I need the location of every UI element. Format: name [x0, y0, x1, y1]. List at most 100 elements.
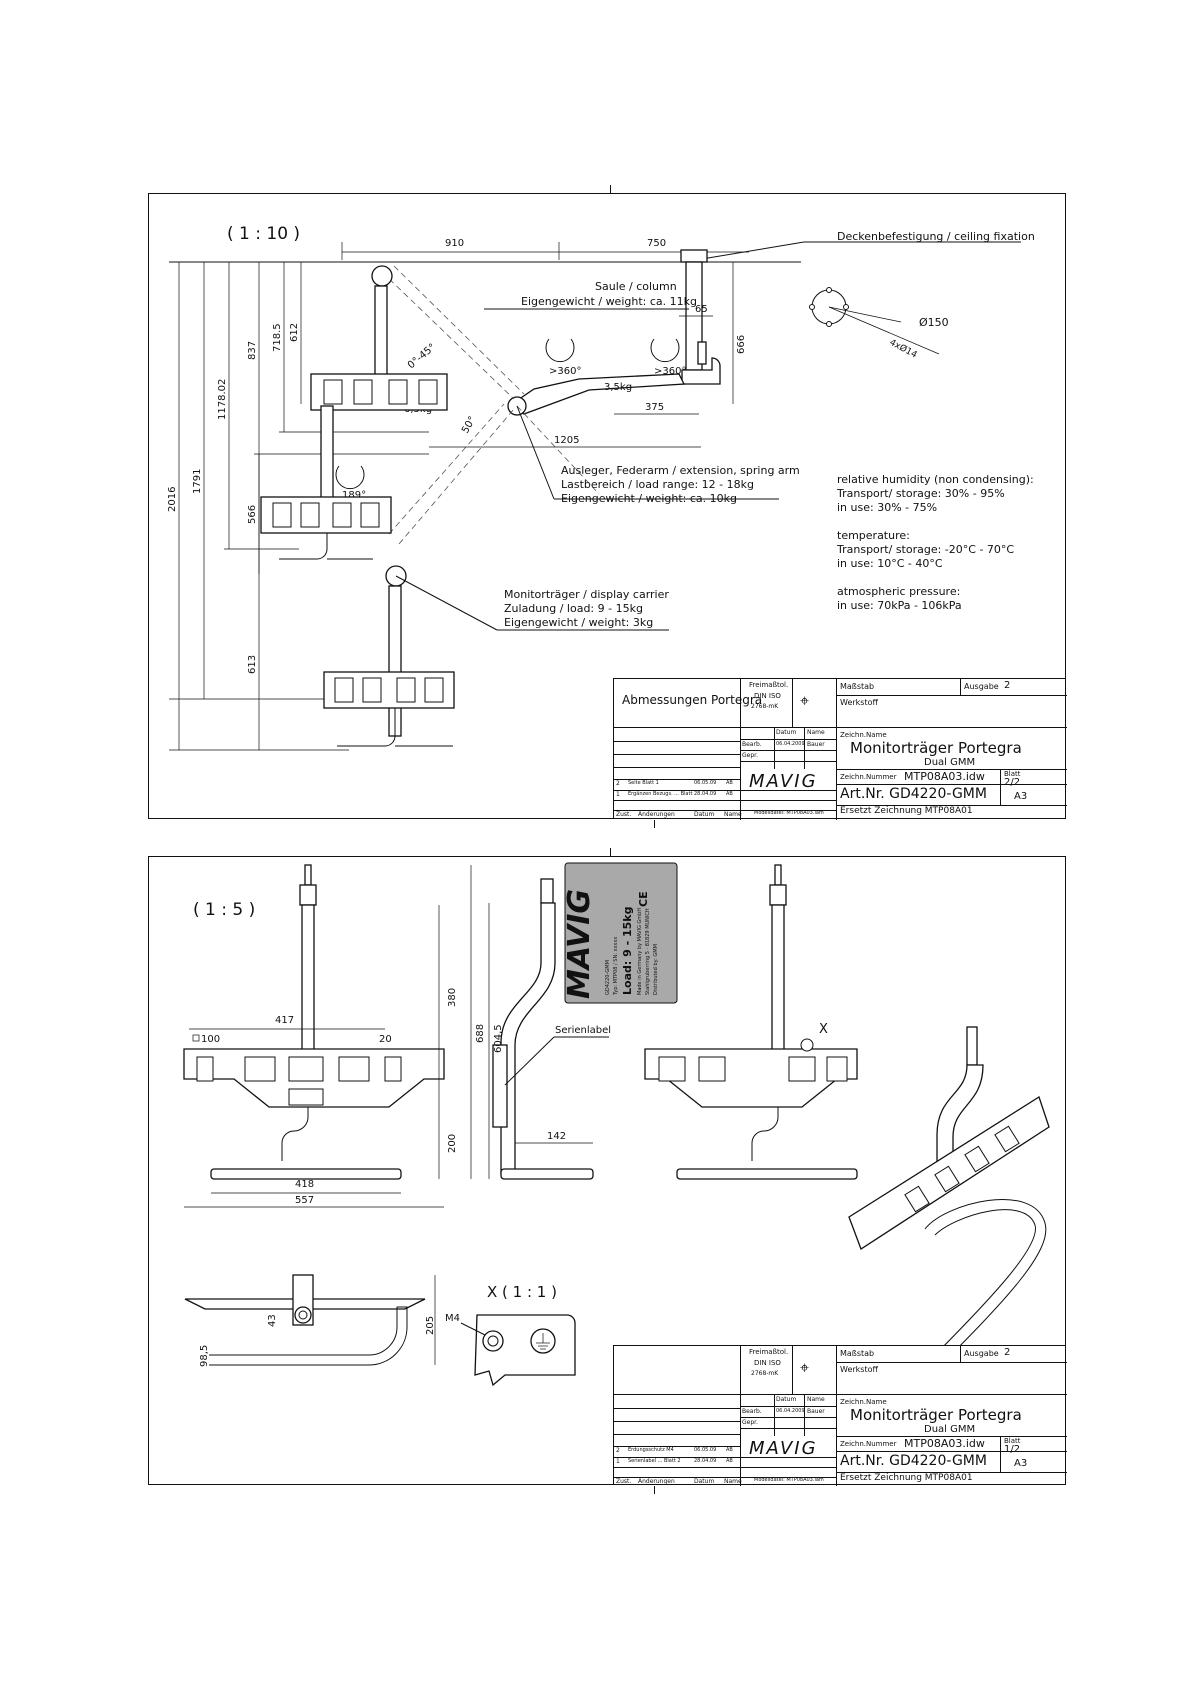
dim-100: 100	[201, 1034, 220, 1045]
rev-1-date: 28.04.09	[694, 1458, 717, 1464]
dim-2016: 2016	[167, 487, 178, 512]
rev-2-date: 06.05.09	[694, 1447, 717, 1453]
blatt-label: Blatt	[1004, 770, 1021, 778]
rev-header-name: Name	[724, 811, 742, 818]
detail-x-title: X ( 1 : 1 )	[487, 1283, 557, 1301]
rev-2-z: 2	[616, 780, 620, 787]
environment-specs: relative humidity (non condensing): Tran…	[836, 473, 1034, 612]
serienlabel-leader	[504, 1036, 555, 1086]
gepr-label: Gepr.	[742, 752, 758, 759]
angle-0-45: 0°-45°	[406, 342, 438, 371]
replaced-drawing: Ersetzt Zeichnung MTP08A01	[840, 1473, 973, 1483]
zeichn-name-label: Zeichn.Name	[840, 1398, 887, 1406]
serial-label-plate: MAVIG GD4220-GMM Typ: MTP08 / SN: xxxxx …	[562, 862, 678, 1004]
flange-holes: 4xØ14	[888, 337, 920, 361]
spec-line: in use: 10°C - 40°C	[837, 557, 943, 570]
massstab-label: Maßstab	[840, 1349, 875, 1358]
tolerance-line-1: Freimaßtol.	[749, 681, 789, 689]
plate-line-2: Typ: MTP08 / SN: xxxxx	[613, 937, 619, 996]
dim-688: 688	[475, 1024, 486, 1043]
replaced-drawing: Ersetzt Zeichnung MTP08A01	[840, 806, 973, 816]
drawing-sheet-1: ( 1 : 10 ) Deckenbefestigung / ceiling f…	[148, 193, 1067, 820]
sheet1-bottom-center-mark	[654, 820, 655, 828]
carrier-label-1: Monitorträger / display carrier	[504, 588, 669, 601]
spec-line: relative humidity (non condensing):	[837, 473, 1034, 486]
plate-line-1: GD4220-GMM	[605, 960, 611, 995]
sheet2-drawing: ( 1 : 5 ) 417 100 20 418 557 380 200	[183, 862, 1050, 1387]
dim-200: 200	[447, 1134, 458, 1153]
werkstoff-label: Werkstoff	[840, 1365, 878, 1374]
dim-1791: 1791	[192, 469, 203, 494]
dim-380: 380	[447, 988, 458, 1007]
dim-43: 43	[267, 1314, 278, 1327]
tolerance-line-1: Freimaßtol.	[749, 1348, 789, 1356]
tolerance-line-3: 2768-mK	[751, 703, 779, 710]
tolerance-line-2: DIN ISO	[754, 692, 781, 700]
dim-557: 557	[295, 1195, 314, 1206]
dim-910: 910	[445, 238, 464, 249]
plate-line-4: Made in Germany by MAVIG GmbH	[637, 908, 643, 995]
rear-view	[644, 864, 858, 1180]
rev-1-name: AB	[726, 1458, 733, 1464]
rotation-symbols	[335, 338, 680, 490]
dim-205: 205	[425, 1316, 436, 1335]
plate-line-5: Stahlgruberring 5 · 81829 MUNICH	[645, 908, 651, 995]
dim-750: 750	[647, 238, 666, 249]
werkstoff-label: Werkstoff	[840, 698, 878, 707]
vertical-dimensions	[169, 262, 429, 751]
angle-50: 50°	[460, 415, 478, 436]
carrier-upper	[310, 265, 448, 411]
serienlabel-label: Serienlabel	[555, 1025, 611, 1036]
blatt-value: 1/2	[1004, 1444, 1021, 1455]
square-symbol	[192, 1034, 200, 1042]
bearb-label: Bearb.	[742, 1408, 762, 1415]
carrier-leader	[395, 575, 498, 631]
paper-format: A3	[1014, 1458, 1028, 1469]
sheet1-top-center-mark	[610, 185, 611, 193]
flange-detail	[809, 287, 940, 355]
spec-line: atmospheric pressure:	[837, 585, 960, 598]
carrier-middle	[260, 405, 392, 560]
bearb-date: 06.04.2009	[776, 1408, 805, 1414]
spec-line: in use: 30% - 75%	[837, 501, 937, 514]
model-file: Modelldatei: MTP08A03.iam	[754, 810, 824, 816]
dim-20: 20	[379, 1034, 392, 1045]
plate-brand: MAVIG	[562, 889, 597, 999]
ausgabe-label: Ausgabe	[964, 682, 999, 691]
projection-symbol: ⌖	[800, 691, 810, 710]
arm-label-2: Lastbereich / load range: 12 - 18kg	[561, 478, 754, 491]
sheet2-scale-label: ( 1 : 5 )	[193, 900, 255, 920]
rev-header-datum: Datum	[694, 1478, 715, 1485]
drawing-title: Monitorträger Portegra	[850, 1406, 1022, 1424]
rev-header-aenderungen: Änderungen	[638, 1478, 675, 1485]
dim-65: 65	[695, 304, 708, 315]
name-label: Name	[807, 1396, 825, 1403]
rev-header-name: Name	[724, 1478, 742, 1485]
bottom-view	[184, 1274, 426, 1366]
dim-666: 666	[736, 335, 747, 354]
carrier-label-3: Eigengewicht / weight: 3kg	[504, 616, 653, 629]
ceiling-fixation-label: Deckenbefestigung / ceiling fixation	[837, 230, 1035, 243]
dim-613: 613	[247, 655, 258, 674]
spec-line: Transport/ storage: -20°C - 70°C	[836, 543, 1014, 556]
blatt-label: Blatt	[1004, 1437, 1021, 1445]
rev-1-z: 1	[616, 1458, 620, 1465]
tolerance-line-2: DIN ISO	[754, 1359, 781, 1367]
m4-label: M4	[445, 1313, 460, 1324]
rotation-360-b: >360°	[654, 366, 686, 377]
dim-375: 375	[645, 402, 664, 413]
projection-symbol: ⌖	[800, 1358, 810, 1377]
spring-arm	[381, 265, 686, 545]
dim-1178: 1178.02	[217, 379, 228, 420]
column-weight-label: Eigengewicht / weight: ca. 11kg	[521, 295, 697, 308]
rev-1-z: 1	[616, 791, 620, 798]
zeichn-name-label: Zeichn.Name	[840, 731, 887, 739]
mavig-logo: MAVIG	[749, 771, 818, 792]
dim-98-5: 98,5	[199, 1345, 210, 1367]
article-number: Art.Nr. GD4220-GMM	[840, 1453, 987, 1469]
dim-142: 142	[547, 1131, 566, 1142]
plate-line-6: Distributed by: GMM	[653, 944, 659, 995]
ausgabe-value: 2	[1004, 1347, 1011, 1358]
zeichn-nummer-label: Zeichn.Nummer	[840, 1440, 897, 1448]
sheet2-top-center-mark	[610, 848, 611, 856]
